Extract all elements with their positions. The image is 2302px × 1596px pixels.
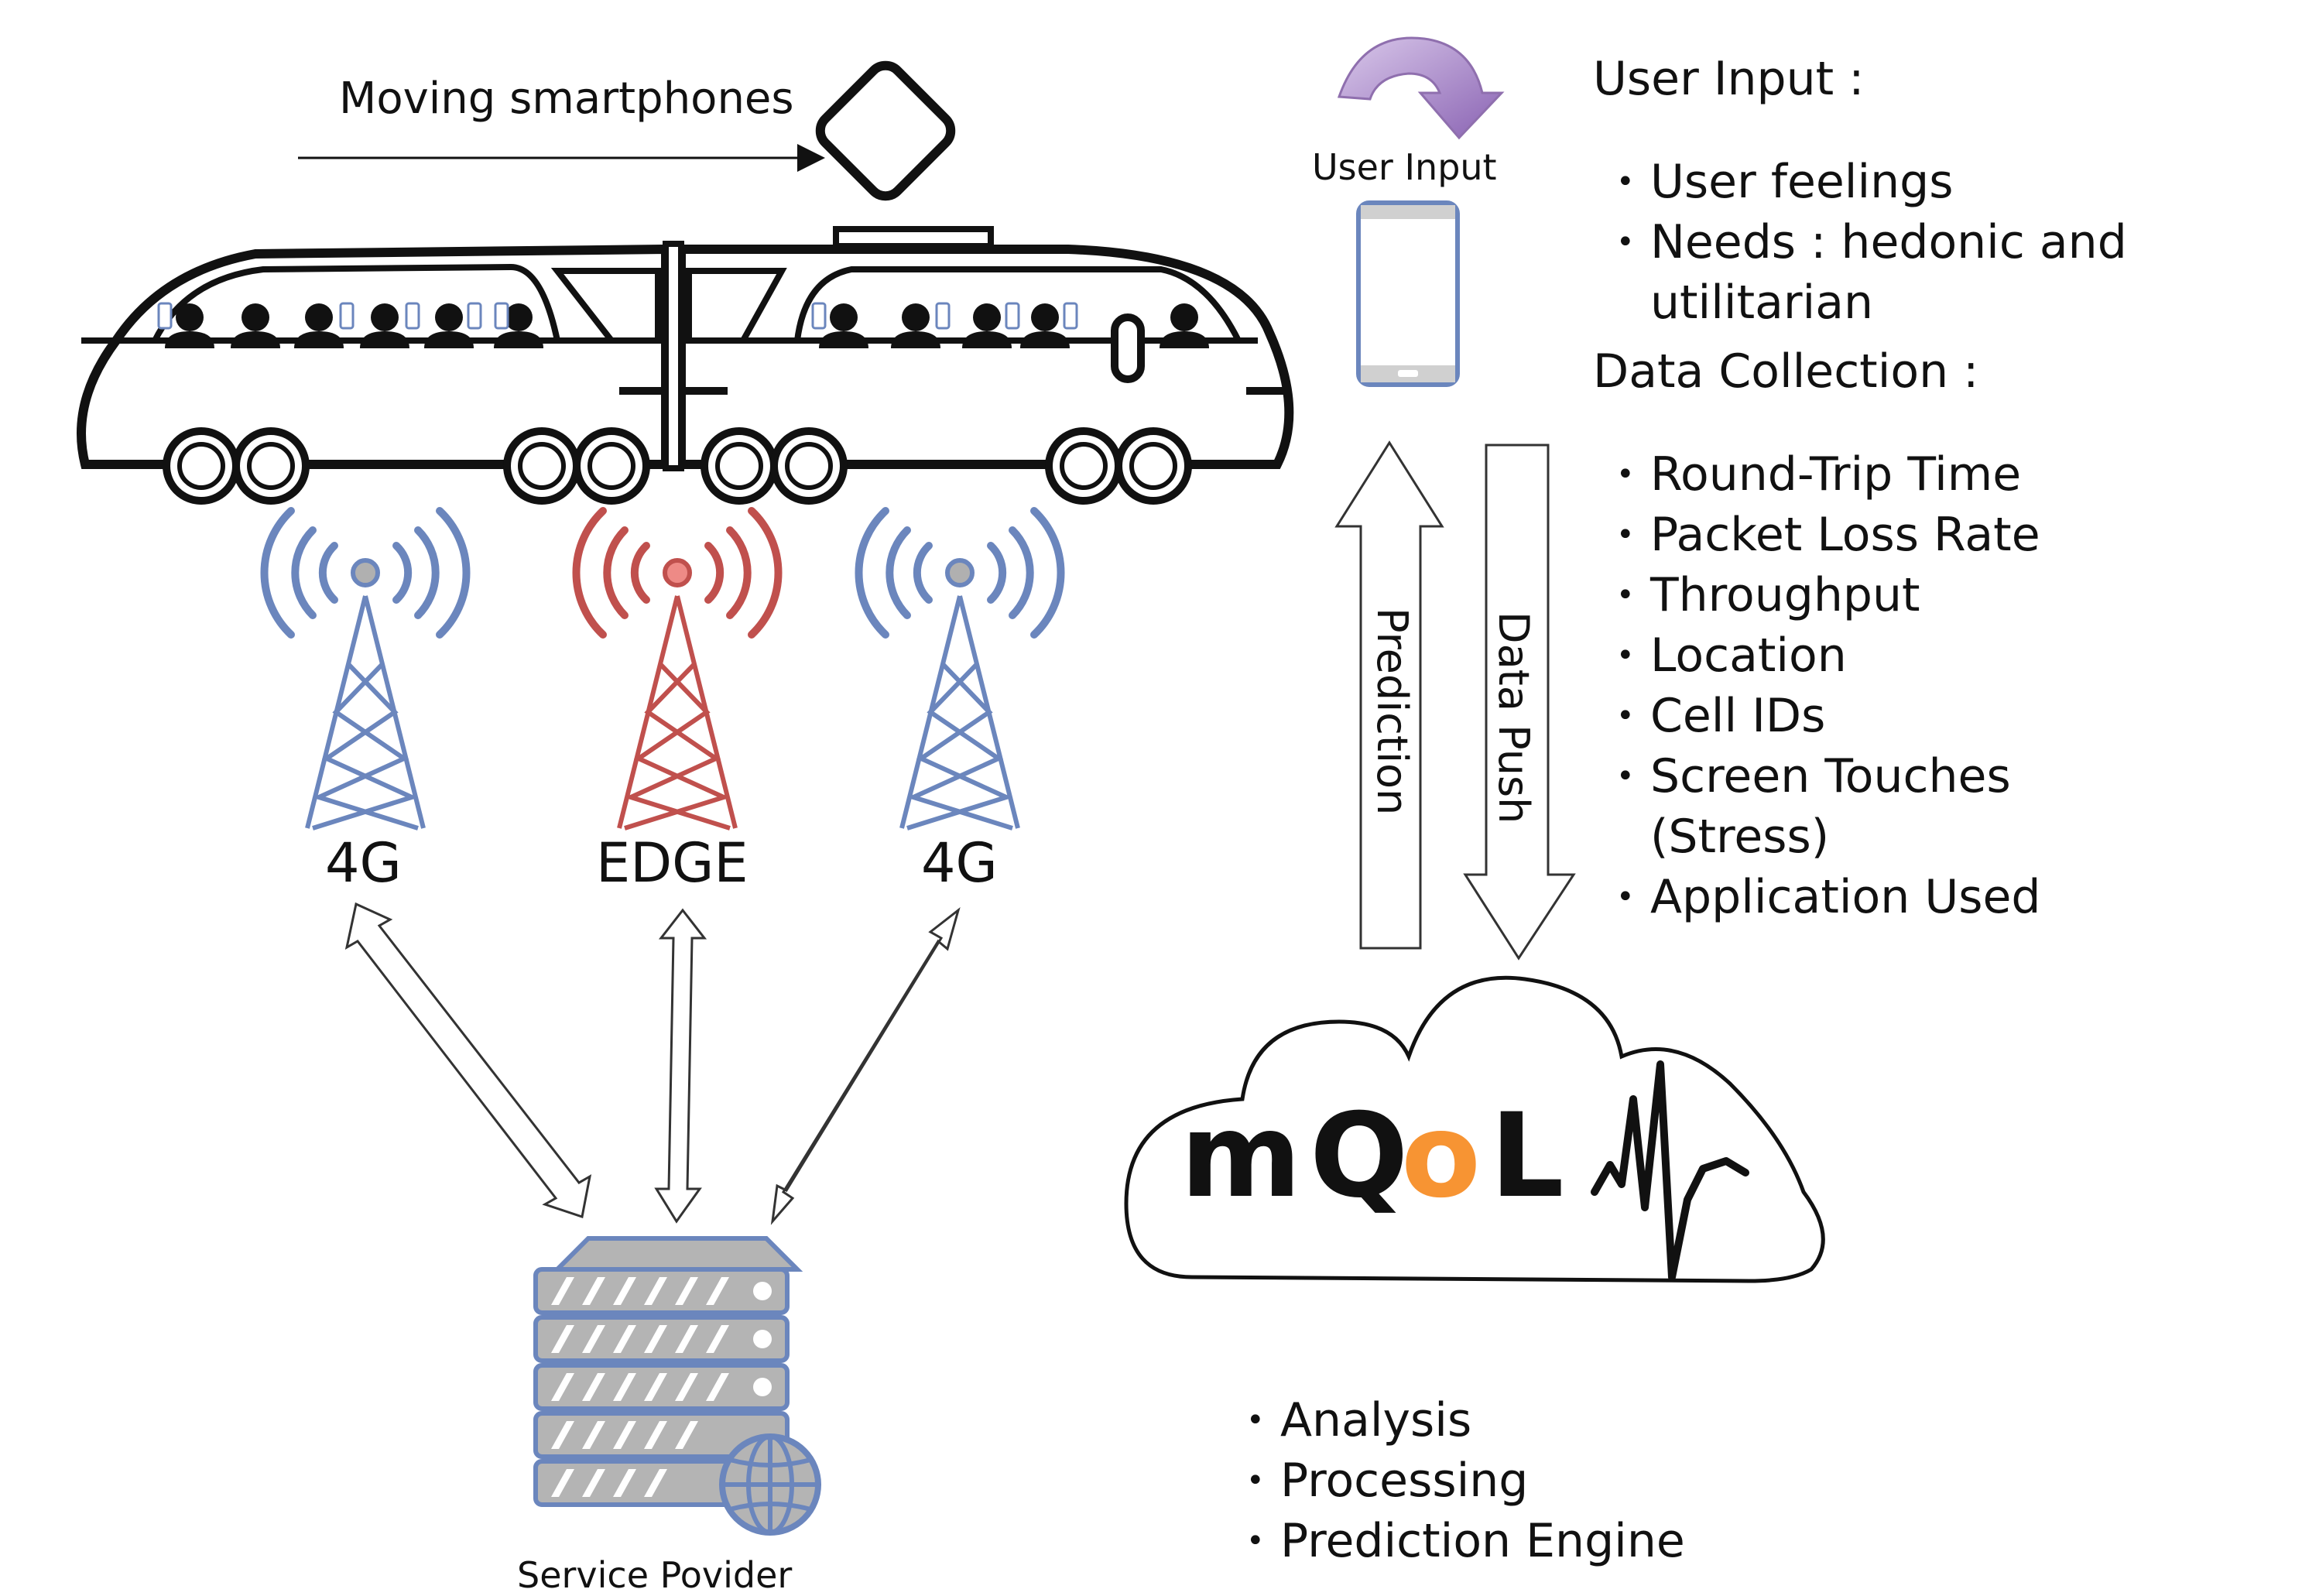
tower-edge bbox=[576, 511, 778, 828]
logo-m: m bbox=[1180, 1089, 1301, 1224]
list-item: Cell IDs bbox=[1608, 686, 2084, 746]
data-collection-heading: Data Collection : bbox=[1593, 344, 1979, 399]
list-item: Prediction Engine bbox=[1238, 1511, 1685, 1571]
globe-icon bbox=[719, 1433, 821, 1536]
list-item: Throughput bbox=[1608, 565, 2084, 625]
tower-4g-right-label: 4G bbox=[921, 831, 998, 895]
pantograph bbox=[815, 60, 994, 249]
server-icon bbox=[533, 1236, 821, 1536]
refresh-arrow-icon bbox=[1337, 36, 1505, 140]
list-item: Round-Trip Time bbox=[1608, 444, 2084, 505]
tower-4g-left-label: 4G bbox=[325, 831, 402, 895]
user-input-heading: User Input : bbox=[1593, 52, 1865, 106]
service-provider-label: Service Povider bbox=[517, 1554, 793, 1596]
smartphone-icon bbox=[1356, 200, 1460, 387]
train-illustration bbox=[77, 241, 1294, 501]
tower-4g-left bbox=[264, 511, 466, 828]
logo-l: L bbox=[1490, 1089, 1564, 1224]
list-item: Processing bbox=[1238, 1450, 1685, 1511]
list-item: Analysis bbox=[1238, 1390, 1685, 1450]
data-collection-list: Round-Trip Time Packet Loss Rate Through… bbox=[1608, 444, 2084, 927]
data-push-arrow bbox=[1463, 444, 1576, 961]
list-item: User feelings bbox=[1608, 152, 2192, 212]
list-item: Application Used bbox=[1608, 867, 2084, 927]
cloud-tasks-list: Analysis Processing Prediction Engine bbox=[1238, 1390, 1685, 1571]
prediction-label: Prediction bbox=[1368, 608, 1416, 816]
user-input-icon-label: User Input bbox=[1312, 146, 1497, 188]
list-item: Needs : hedonic and utilitarian bbox=[1608, 212, 2192, 333]
moving-smartphones-label: Moving smartphones bbox=[339, 74, 794, 124]
list-item: Screen Touches (Stress) bbox=[1608, 746, 2084, 867]
tower-server-links bbox=[344, 902, 961, 1225]
logo-q: Q bbox=[1310, 1089, 1409, 1224]
prediction-arrow bbox=[1334, 440, 1444, 950]
list-item: Packet Loss Rate bbox=[1608, 505, 2084, 565]
logo-o: o bbox=[1401, 1089, 1481, 1224]
tower-edge-label: EDGE bbox=[596, 831, 748, 895]
heartbeat-line bbox=[1591, 1060, 1749, 1281]
tower-4g-right bbox=[858, 511, 1060, 828]
list-item: Location bbox=[1608, 625, 2084, 686]
user-input-list: User feelings Needs : hedonic and utilit… bbox=[1608, 152, 2192, 333]
data-push-label: Data Push bbox=[1489, 611, 1538, 824]
